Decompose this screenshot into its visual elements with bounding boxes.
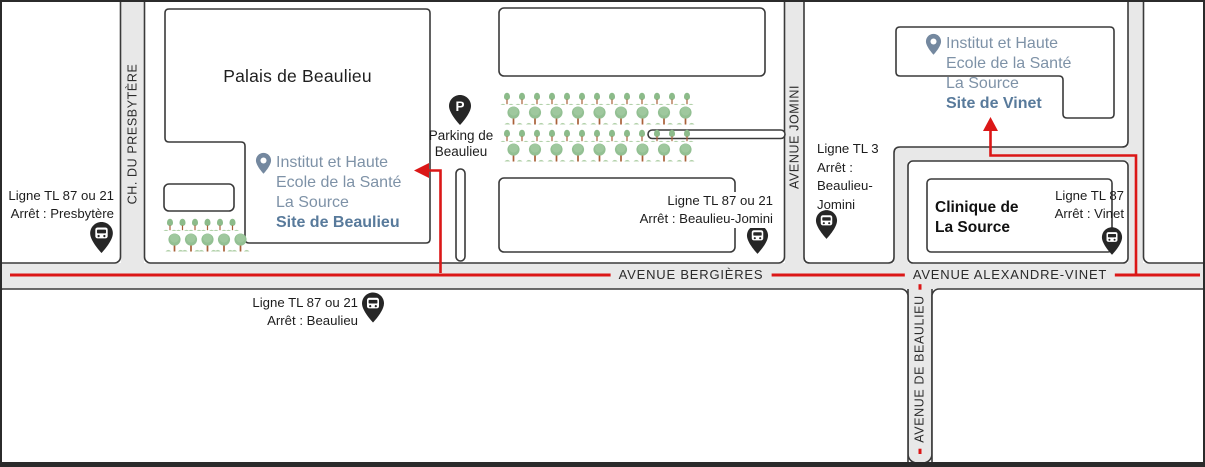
bus-stop-beaulieu-line2: Arrêt : Beaulieu xyxy=(267,313,358,328)
bus-stop-beaulieu-jomini-tl87-line1: Ligne TL 87 ou 21 xyxy=(667,193,773,208)
street-label-avenue-bergieres: AVENUE BERGIÈRES xyxy=(610,266,772,284)
block-east xyxy=(1142,2,1203,264)
bus-stop-presbytere-line1: Ligne TL 87 ou 21 xyxy=(8,188,114,203)
bus-stop-beaulieu-jomini-tl3-line2: Arrêt : xyxy=(817,159,853,175)
arrow-site-de-vinet xyxy=(983,117,998,131)
street-label-ch-du-presbytere: CH. DU PRESBYTÈRE xyxy=(125,63,139,205)
parking-line1: Parking de xyxy=(428,128,494,143)
arrow-site-de-beaulieu xyxy=(414,163,429,178)
clinique-line1: Clinique de xyxy=(935,199,1019,216)
road-ch-du-presbytere xyxy=(121,2,144,263)
site-de-vinet-line2: Ecole de la Santé xyxy=(946,55,1072,72)
bus-stop-beaulieu-jomini-tl87-label: Ligne TL 87 ou 21 Arrêt : Beaulieu-Jomin… xyxy=(606,192,775,228)
site-de-vinet-line4: Site de Vinet xyxy=(946,95,1042,112)
site-de-beaulieu-line4: Site de Beaulieu xyxy=(276,214,400,231)
bus-stop-presbytere-line2: Arrêt : Presbytère xyxy=(10,206,114,221)
route-to-site-de-vinet xyxy=(989,129,1138,274)
building-site-de-vinet xyxy=(895,26,1115,119)
parking-line2: Beaulieu xyxy=(434,143,488,159)
block-south-east xyxy=(931,288,1203,462)
footpath-horizontal xyxy=(647,129,786,140)
site-de-vinet-line1: Institut et Haute xyxy=(946,35,1059,52)
road-clinique-loop-left xyxy=(894,147,908,263)
bus-stop-beaulieu-jomini-tl3-label: Ligne TL 3 Arrêt : Beaulieu- Jomini xyxy=(817,140,879,214)
bus-stop-beaulieu-jomini-tl3-line4: Jomini xyxy=(817,196,856,212)
parking-label: Parking de Beaulieu xyxy=(417,128,505,159)
building-clinique-la-source xyxy=(926,178,1113,253)
road-vinet-access-north xyxy=(1128,2,1143,263)
bus-stop-vinet-line1: Ligne TL 87 xyxy=(1055,188,1124,203)
building-north-middle xyxy=(498,7,766,77)
clinique-line2: La Source xyxy=(935,218,1010,236)
road-avenue-jomini xyxy=(785,2,804,263)
site-de-beaulieu-line2: Ecole de la Santé xyxy=(276,174,402,191)
bus-stop-beaulieu-label: Ligne TL 87 ou 21 Arrêt : Beaulieu xyxy=(233,294,358,330)
route-to-site-de-beaulieu xyxy=(428,169,442,273)
site-de-beaulieu-line3: La Source xyxy=(276,194,349,211)
site-de-beaulieu-label: Institut et Haute Ecole de la Santé La S… xyxy=(276,153,401,233)
block-south-west xyxy=(2,288,909,462)
bus-stop-beaulieu-jomini-tl87-line2: Arrêt : Beaulieu-Jomini xyxy=(639,211,773,226)
site-de-vinet-label: Institut et Haute Ecole de la Santé La S… xyxy=(946,34,1071,114)
street-label-avenue-alexandre-vinet: AVENUE ALEXANDRE-VINET xyxy=(904,266,1116,284)
street-label-avenue-jomini: AVENUE JOMINI xyxy=(787,84,801,190)
bus-stop-beaulieu-jomini-tl3-line3: Beaulieu- xyxy=(817,178,873,193)
palais-de-beaulieu-label: Palais de Beaulieu xyxy=(223,66,372,86)
street-label-avenue-de-beaulieu: AVENUE DE BEAULIEU xyxy=(912,289,928,449)
block-west xyxy=(2,2,122,264)
bus-stop-vinet-line2: Arrêt : Vinet xyxy=(1054,206,1124,221)
bus-stop-beaulieu-line1: Ligne TL 87 ou 21 xyxy=(252,295,358,310)
footpath-vertical xyxy=(455,168,466,262)
road-clinique-loop-top xyxy=(894,147,1143,161)
clinique-label: Clinique de La Source xyxy=(935,198,1019,237)
bus-stop-vinet-label: Ligne TL 87 Arrêt : Vinet xyxy=(1042,187,1124,223)
bus-stop-presbytere-label: Ligne TL 87 ou 21 Arrêt : Presbytère xyxy=(4,187,114,223)
site-de-vinet-line3: La Source xyxy=(946,75,1019,92)
building-small-annex xyxy=(163,183,235,212)
bus-stop-beaulieu-jomini-tl3-line1: Ligne TL 3 xyxy=(817,141,879,156)
site-de-beaulieu-line1: Institut et Haute xyxy=(276,154,389,171)
